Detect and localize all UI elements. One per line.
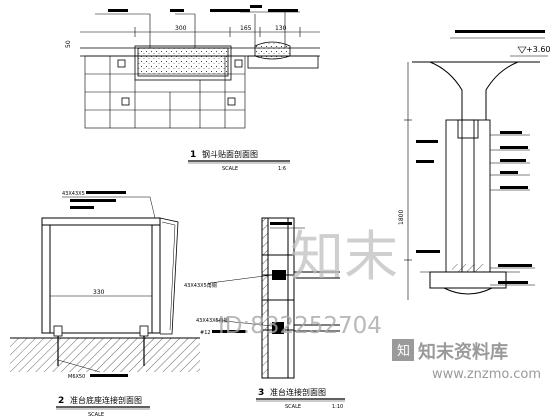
drawing-3-note-1: 43X43X5角钢 <box>184 282 217 289</box>
drawing-3-note-2: 43X43X5角钢 <box>196 317 229 324</box>
dim-130: 130 <box>275 25 287 32</box>
svg-text:50: 50 <box>65 40 72 48</box>
drawing-3-note-3: #12 <box>200 330 211 336</box>
svg-text:知: 知 <box>397 343 410 359</box>
drawing-1-number: 1 <box>190 150 196 160</box>
drawing-1-scale-label: SCALE <box>222 166 238 172</box>
dim-165: 165 <box>240 25 252 32</box>
drawing-3-title: 准台连接剖面图 <box>270 387 326 397</box>
level-label: +3.60 <box>526 45 551 54</box>
drawing-3-section: 43X43X5角钢 43X43X5角钢 #12 3 准台连接剖面图 SCALE … <box>184 217 345 410</box>
drawing-3-scale-label: SCALE <box>285 404 301 410</box>
dim-300: 300 <box>175 25 187 32</box>
drawing-2-anchor-note: M6X50 <box>68 374 85 380</box>
drawing-1-scale-value: 1:6 <box>278 166 286 172</box>
watermark-center: 知末 <box>290 225 398 288</box>
drawing-1-title: 钢斗贴面剖面图 <box>202 149 258 159</box>
drawing-1-section: 300 165 130 50 <box>65 5 320 172</box>
watermark-group: 知末 ID:832252704 知 知末资料库 www.znzmo.com <box>218 225 541 382</box>
brand-logo-icon: 知 <box>392 339 414 361</box>
drawing-2-section: 43X43X5 330 <box>10 191 200 418</box>
drawing-2-angle-note: 43X43X5 <box>62 191 85 197</box>
vertical-dim: 1800 <box>398 210 405 225</box>
watermark-brand: 知末资料库 <box>418 341 508 363</box>
elevation-section: +3.60 1800 <box>398 30 551 300</box>
drawing-2-title: 准台底座连接剖面图 <box>70 395 142 405</box>
drawing-2-scale-label: SCALE <box>88 412 104 418</box>
drawing-3-number: 3 <box>258 388 264 398</box>
watermark-id: ID:832252704 <box>218 313 382 339</box>
watermark-url: www.znzmo.com <box>432 367 541 382</box>
drawing-2-number: 2 <box>58 396 64 406</box>
drawing-3-scale-value: 1:10 <box>332 404 343 410</box>
dim-330: 330 <box>93 289 105 296</box>
